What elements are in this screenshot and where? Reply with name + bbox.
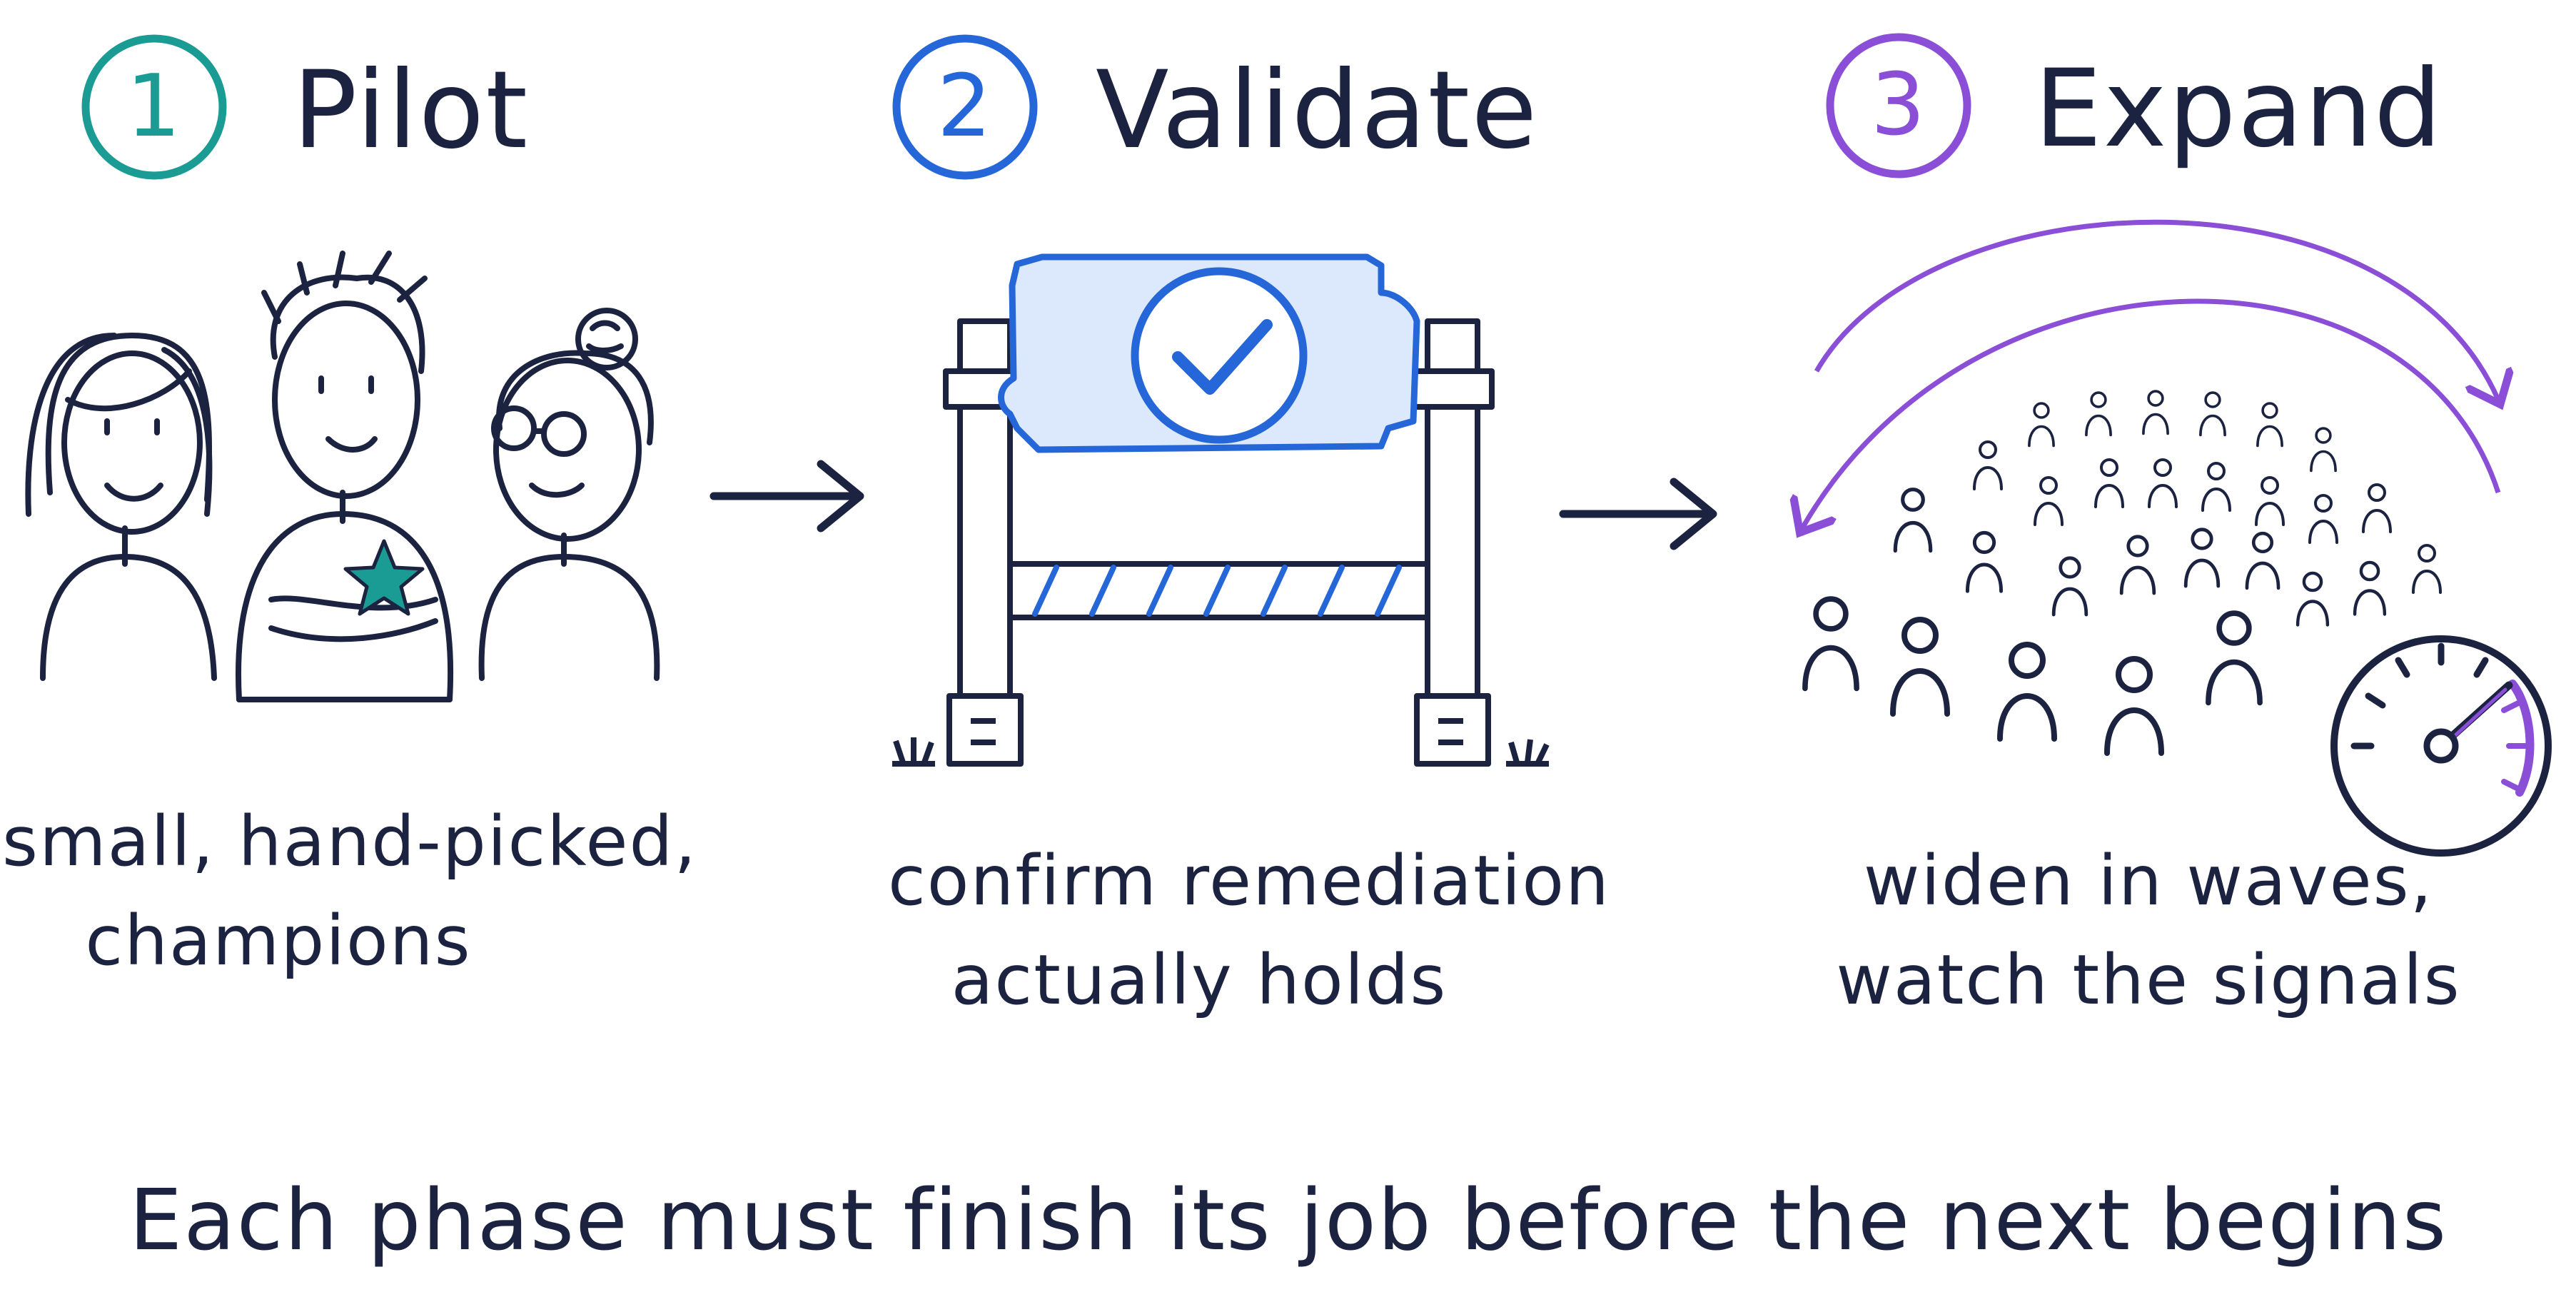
phase-3-caption-line-2: watch the signals: [1836, 940, 2461, 1021]
crowd-illustration: [1802, 219, 2498, 753]
person-left: [25, 333, 217, 681]
gate-illustration: [892, 253, 1550, 767]
phase-3-title: Expand: [2034, 47, 2443, 171]
footer-statement: Each phase must finish its job before th…: [128, 1171, 2448, 1269]
phase-2-caption-line-2: actually holds: [951, 940, 1448, 1021]
checkmark-icon: [1131, 267, 1308, 444]
gauge-icon: [2330, 635, 2552, 857]
phase-2-caption-line-1: confirm remediation: [888, 841, 1610, 921]
phase-2-caption: confirm remediation actually holds: [888, 832, 1610, 1030]
arrow-right-icon: [1559, 478, 1717, 550]
phase-1-number: 1: [126, 57, 183, 156]
phase-3-caption-line-1: widen in waves,: [1863, 841, 2434, 921]
phase-1-caption: small, hand-picked, champions: [2, 792, 697, 991]
phase-3-number-badge: [1826, 33, 1971, 178]
phase-1-caption-line-2: champions: [85, 901, 472, 981]
star-icon: [343, 539, 425, 616]
phase-3-caption: widen in waves, watch the signals: [1836, 832, 2460, 1030]
pilot-people-illustration: [25, 251, 660, 702]
person-middle: [236, 251, 453, 702]
person-right: [478, 308, 660, 681]
phase-2-number: 2: [936, 57, 994, 156]
phase-1-number-badge: [81, 34, 227, 180]
phase-1-caption-line-1: small, hand-picked,: [2, 802, 697, 882]
phase-1-title: Pilot: [293, 49, 530, 173]
phase-2-number-badge: [892, 34, 1038, 180]
phase-3-number: 3: [1870, 56, 1927, 155]
phase-2-title: Validate: [1096, 49, 1539, 173]
arrow-right-icon: [709, 460, 864, 533]
